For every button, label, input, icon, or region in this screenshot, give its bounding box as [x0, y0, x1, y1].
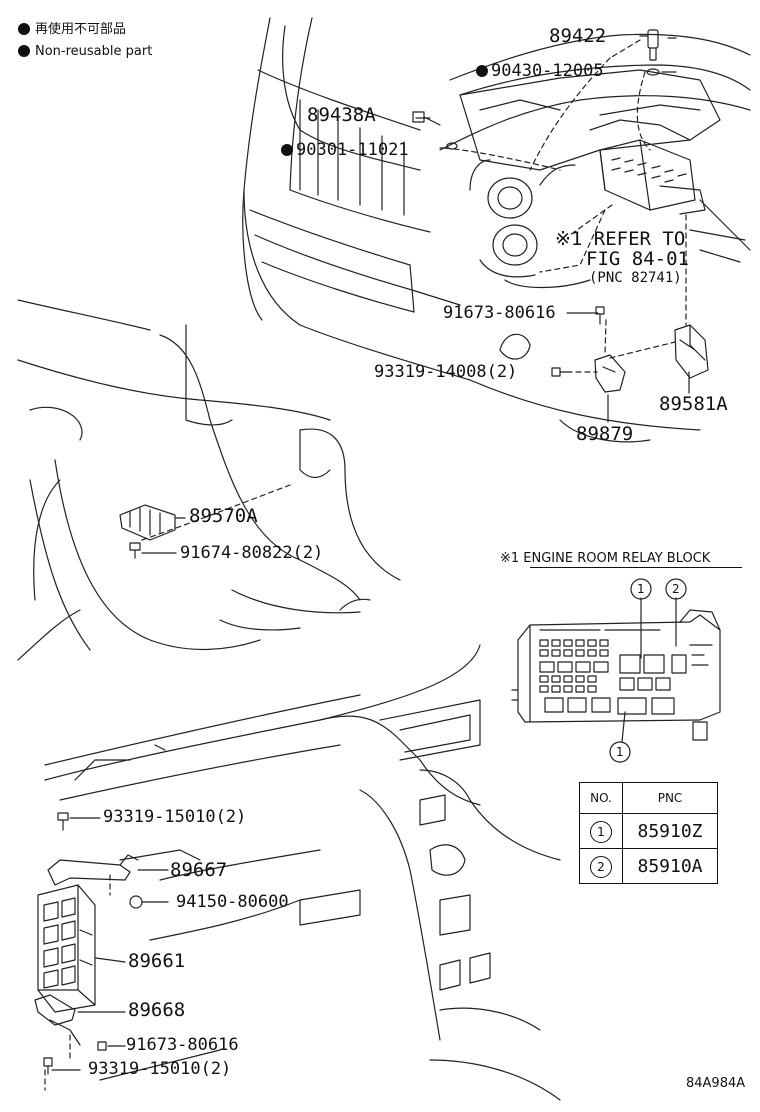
legend-non-reusable-jp: 再使用不可部品 [18, 22, 126, 38]
relay-block-detail-drawing [511, 578, 721, 763]
table-row: 1 85910Z [579, 813, 718, 849]
part-89422-drawing [639, 29, 660, 76]
callout-93319-15010-bottom[interactable]: 93319-15010(2) [88, 1059, 232, 1079]
callout-89879[interactable]: 89879 [576, 423, 634, 445]
vehicle-front-outline [242, 17, 751, 443]
part-89581a-drawing [674, 324, 709, 379]
part-89570a-drawing [119, 504, 176, 541]
solid-leader-lines [51, 37, 690, 1071]
callout-91673-80616-bottom[interactable]: 91673-80616 [126, 1035, 239, 1055]
relay-marker-1-bottom: 1 [616, 745, 624, 759]
bolt-drawings [43, 306, 605, 1075]
callout-91673-80616-top[interactable]: 91673-80616 [443, 303, 556, 323]
callout-89422[interactable]: 89422 [549, 25, 607, 47]
callout-90430-12005[interactable]: 90430-12005 [476, 61, 604, 81]
relay-marker-1: 1 [637, 582, 645, 596]
legend-text-en: Non-reusable part [35, 44, 153, 59]
fender-outline [17, 299, 401, 661]
relay-block-title-underline [530, 567, 742, 568]
part-89879-drawing [594, 354, 626, 393]
row-pnc[interactable]: 85910Z [622, 813, 718, 849]
callout-93319-15010-top[interactable]: 93319-15010(2) [103, 807, 247, 827]
part-89661-drawing [37, 884, 96, 1013]
leader-lines [44, 39, 687, 1091]
row-no: 2 [579, 848, 623, 884]
part-89668-drawing [34, 994, 81, 1046]
refer-note-line1: ※1 REFER TO [555, 228, 686, 250]
callout-89667[interactable]: 89667 [170, 859, 228, 881]
table-row: 2 85910A [579, 848, 718, 884]
callout-89570a[interactable]: 89570A [189, 505, 258, 527]
legend-non-reusable-en: Non-reusable part [18, 44, 152, 60]
col-no-header: NO. [579, 782, 623, 814]
pnc-table: NO. PNC 1 85910Z 2 85910A [579, 782, 718, 884]
callout-89661[interactable]: 89661 [128, 950, 186, 972]
callout-89668[interactable]: 89668 [128, 999, 186, 1021]
callout-93319-14008[interactable]: 93319-14008(2) [374, 362, 518, 382]
relay-marker-2: 2 [672, 582, 680, 596]
callout-91674-80822[interactable]: 91674-80822(2) [180, 543, 324, 563]
callout-89581a[interactable]: 89581A [659, 393, 728, 415]
relay-block-title: ※1 ENGINE ROOM RELAY BLOCK [500, 551, 711, 566]
legend-text-jp: 再使用不可部品 [35, 22, 127, 37]
callout-94150-80600[interactable]: 94150-80600 [176, 892, 289, 912]
non-reusable-dot-icon [18, 45, 30, 57]
non-reusable-dot-icon [18, 23, 30, 35]
pnc-table-header: NO. PNC [579, 782, 718, 814]
callout-90301-11021[interactable]: 90301-11021 [281, 140, 409, 160]
row-no: 1 [579, 813, 623, 849]
figure-code: 84A984A [686, 1076, 746, 1091]
instrument-panel-outline [44, 644, 561, 1101]
refer-note-line3: (PNC 82741) [589, 270, 682, 286]
col-pnc-header: PNC [622, 782, 718, 814]
refer-note-line2: FIG 84-01 [586, 248, 689, 270]
callout-89438a[interactable]: 89438A [307, 104, 376, 126]
part-89667-drawing [47, 854, 139, 886]
row-pnc[interactable]: 85910A [622, 848, 718, 884]
